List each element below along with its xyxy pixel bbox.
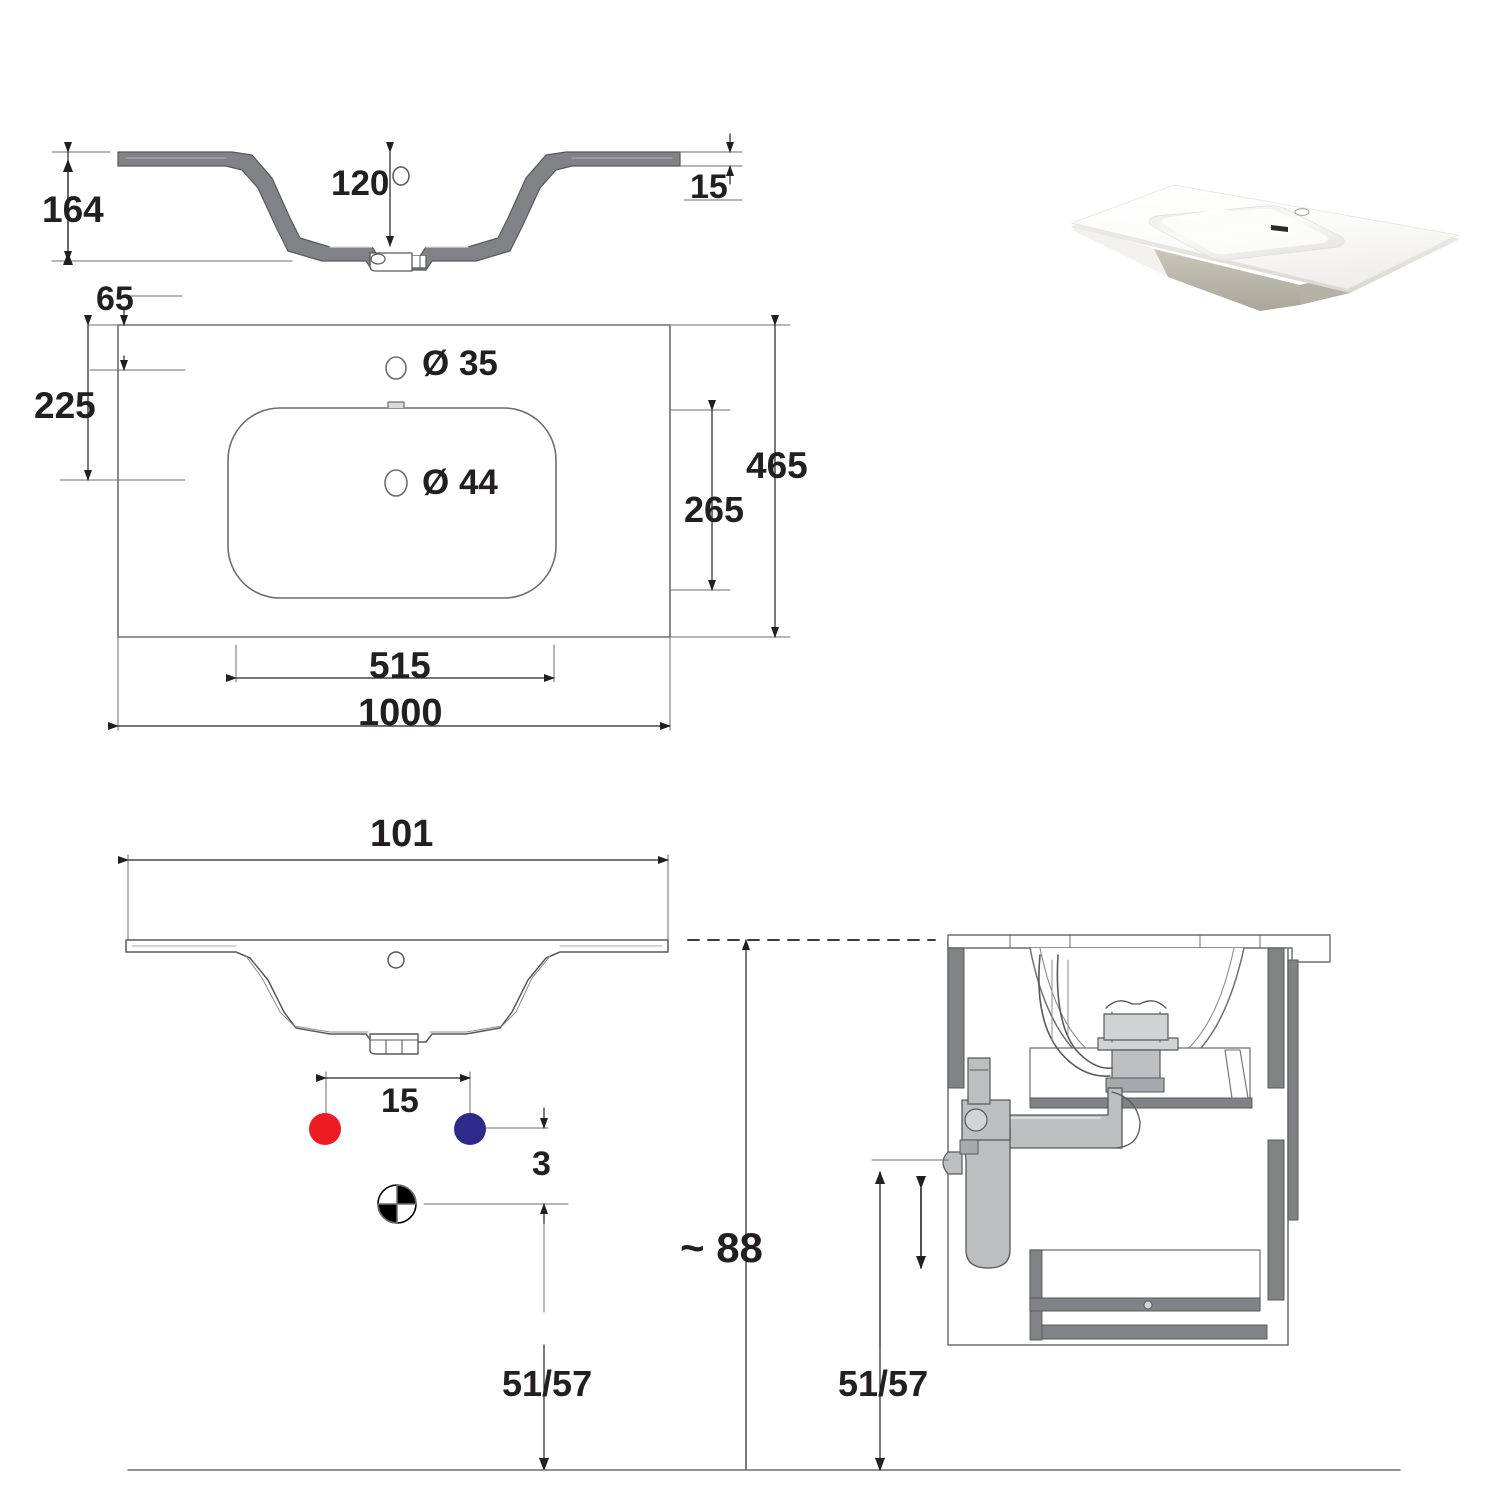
tap-hole-plan (385, 356, 407, 380)
label-15-top: 15 (690, 168, 728, 206)
waste-hole-plan (384, 469, 408, 497)
view-cabinet-section (942, 934, 1331, 1346)
plan-bowl-outline (227, 407, 557, 599)
label-tap-hole-dia: Ø 35 (422, 344, 498, 383)
cold-water-connection-icon (454, 1113, 486, 1145)
label-88: ~ 88 (680, 1224, 763, 1271)
label-515: 515 (369, 645, 431, 686)
cabinet-dimensions (871, 1159, 949, 1471)
label-465: 465 (746, 445, 808, 486)
label-15-lower: 15 (381, 1082, 419, 1120)
view-elevation (118, 854, 1401, 1471)
view-plan (59, 295, 791, 731)
label-120: 120 (331, 164, 389, 203)
label-65: 65 (96, 280, 134, 318)
label-265: 265 (684, 489, 744, 530)
overflow-notch (387, 401, 405, 409)
elevation-basin-profile (125, 939, 669, 1043)
waste-drain-symbol-icon (377, 1184, 417, 1224)
view-section-top (51, 133, 743, 272)
label-101: 101 (370, 813, 433, 855)
label-5157-left: 51/57 (502, 1363, 592, 1404)
label-3: 3 (532, 1145, 551, 1183)
product-photo (1070, 184, 1460, 311)
label-1000: 1000 (358, 692, 443, 734)
overflow-hole-elevation (387, 951, 405, 969)
label-225: 225 (34, 385, 96, 426)
tap-hole-section (392, 166, 410, 186)
hot-water-connection-icon (309, 1113, 341, 1145)
label-164: 164 (42, 189, 104, 230)
label-waste-hole-dia: Ø 44 (422, 463, 498, 502)
label-5157-right: 51/57 (838, 1363, 928, 1404)
